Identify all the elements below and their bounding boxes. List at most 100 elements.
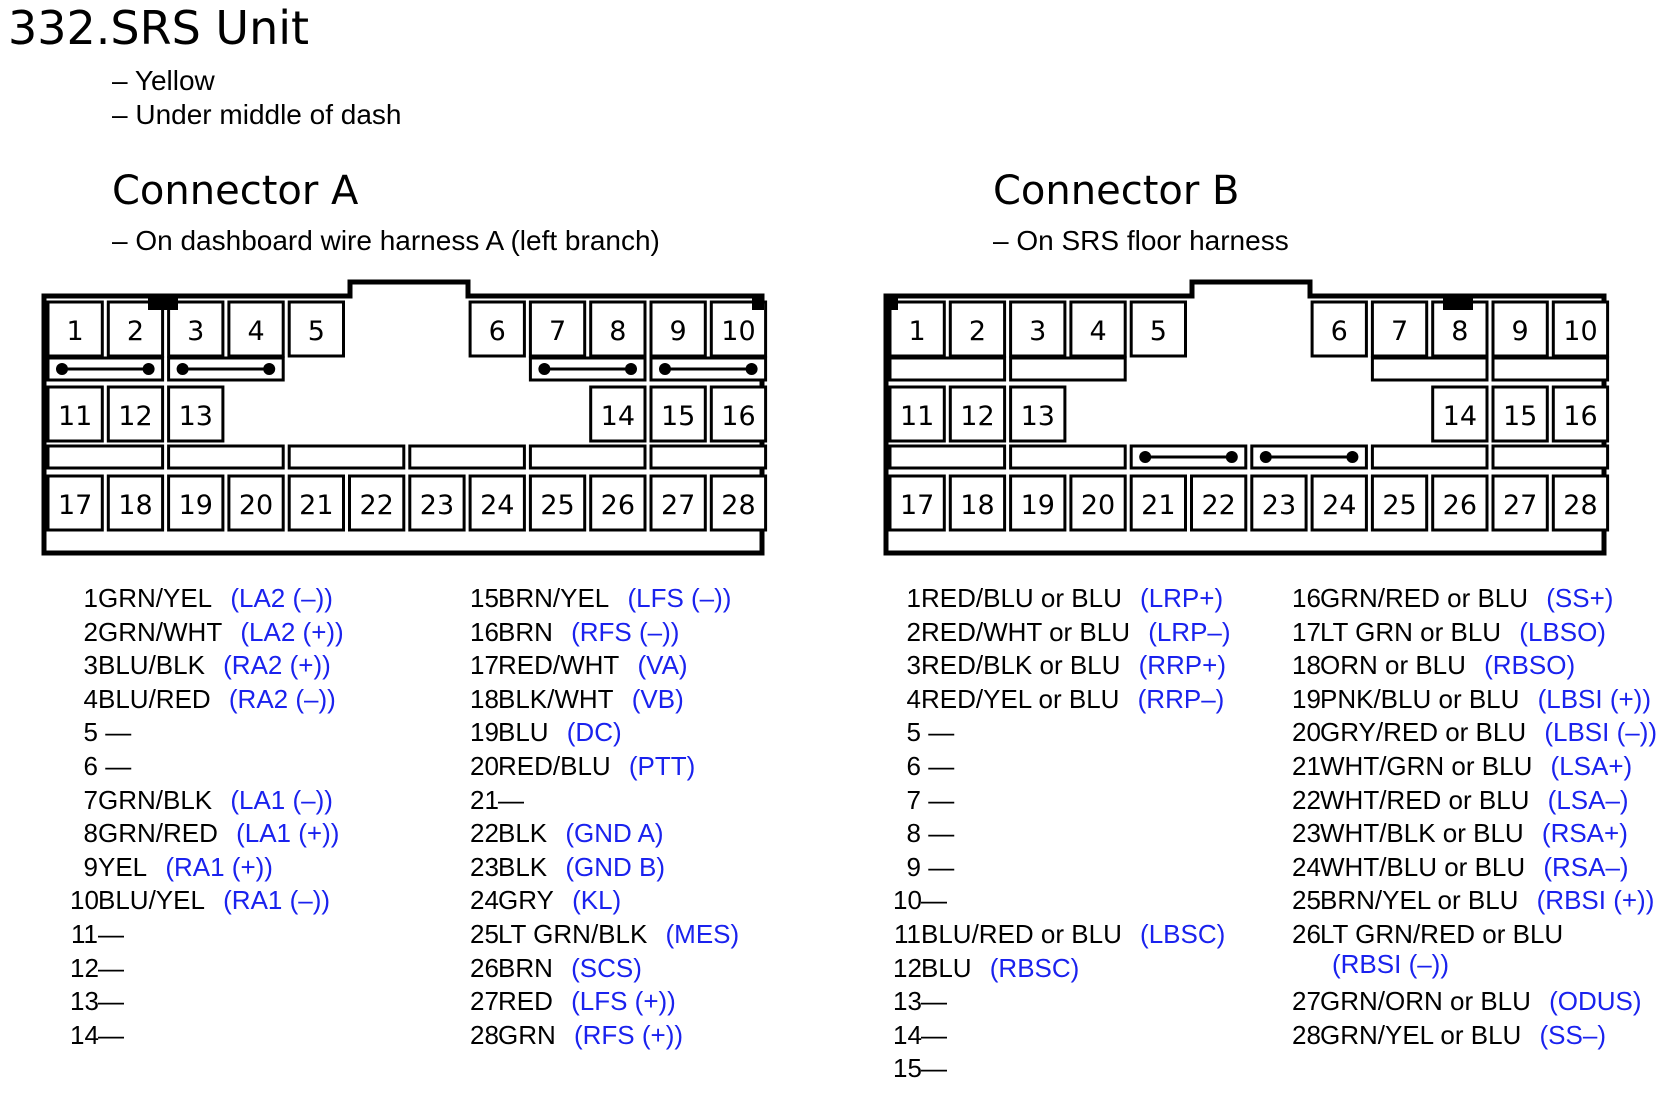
pin-number: 3 bbox=[83, 650, 98, 681]
pin-number-17: 17 bbox=[900, 490, 934, 521]
pin-number-7: 7 bbox=[1391, 316, 1408, 347]
pin-number: 2 bbox=[906, 616, 921, 647]
locking-tab bbox=[148, 296, 178, 310]
pin-number: 20 bbox=[1292, 717, 1321, 748]
wire-color: GRY bbox=[498, 885, 554, 916]
pin-number-26: 26 bbox=[601, 490, 635, 521]
pin-number: 2 bbox=[83, 616, 98, 647]
pin-cell-19 bbox=[1009, 474, 1067, 532]
signal-name: (RFS (–)) bbox=[571, 616, 680, 647]
gap-cell bbox=[408, 444, 526, 470]
wire-color: — bbox=[98, 986, 124, 1017]
wire-color: — bbox=[921, 751, 955, 781]
signal-name: (KL) bbox=[572, 885, 622, 916]
signal-name: (LSA–) bbox=[1547, 784, 1629, 815]
shorting-bar-contact bbox=[142, 363, 155, 375]
pin-number: 6 bbox=[906, 751, 921, 781]
pin-cell-14 bbox=[589, 385, 647, 443]
wire-color: LT GRN/BLK bbox=[498, 919, 648, 949]
pin-entry-22: 22WHT/RED or BLU(LSA–) bbox=[1292, 785, 1629, 815]
pin-number: 25 bbox=[470, 919, 499, 949]
wire-color: — bbox=[921, 1019, 947, 1050]
pin-entry-25: 25BRN/YEL or BLU(RBSI (+)) bbox=[1292, 885, 1654, 915]
pin-cell-11 bbox=[46, 385, 104, 443]
pin-entry-27: 27GRN/ORN or BLU(ODUS) bbox=[1292, 986, 1642, 1016]
pin-number: 27 bbox=[1292, 986, 1321, 1016]
signal-name: (RA1 (+)) bbox=[165, 851, 273, 882]
pin-cell-22 bbox=[348, 474, 406, 532]
pin-cell-16 bbox=[1551, 385, 1610, 443]
pin-number-1: 1 bbox=[67, 316, 84, 347]
signal-name: (LBSI (–)) bbox=[1544, 717, 1658, 748]
pin-entry-9: 9YEL(RA1 (+)) bbox=[70, 852, 273, 882]
wire-color: YEL bbox=[98, 851, 148, 882]
connector-a-title: Connector A bbox=[112, 168, 359, 214]
connector-b-subtitle: – On SRS floor harness bbox=[993, 225, 1289, 256]
pin-entry-16: 16BRN(RFS (–)) bbox=[470, 617, 679, 647]
pin-entry-11: 11— bbox=[70, 919, 124, 949]
wire-color: BRN bbox=[498, 616, 553, 647]
gap-cell bbox=[1370, 444, 1489, 470]
pin-entry-23: 23BLK(GND B) bbox=[470, 852, 665, 882]
shorting-bar-contact bbox=[1225, 451, 1238, 463]
pin-cell-3 bbox=[1009, 300, 1067, 358]
wire-color: — bbox=[498, 784, 524, 815]
pin-number: 26 bbox=[1292, 919, 1321, 949]
pin-number-11: 11 bbox=[900, 401, 934, 432]
wire-color: BRN bbox=[498, 952, 553, 983]
signal-name: (RBSC) bbox=[989, 952, 1080, 983]
pin-entry-26: 26BRN(SCS) bbox=[470, 953, 642, 983]
pin-number-14: 14 bbox=[1443, 401, 1477, 432]
wire-color: — bbox=[921, 717, 955, 748]
pin-number-28: 28 bbox=[721, 490, 755, 521]
pin-number: 4 bbox=[83, 683, 98, 714]
pin-entry-7: 7 — bbox=[893, 785, 955, 815]
wire-color: BLU/RED or BLU bbox=[921, 919, 1122, 949]
pin-number-11: 11 bbox=[58, 401, 92, 432]
pin-number-2: 2 bbox=[127, 316, 144, 347]
pin-entry-2: 2RED/WHT or BLU(LRP–) bbox=[893, 617, 1231, 647]
signal-name: (LA1 (+)) bbox=[236, 818, 340, 849]
pin-cell-5 bbox=[1129, 300, 1187, 358]
pin-cell-9 bbox=[1491, 300, 1549, 358]
pin-entry-20: 20RED/BLU(PTT) bbox=[470, 751, 695, 781]
pin-number: 14 bbox=[893, 1019, 922, 1050]
wire-color: LT GRN/RED or BLU bbox=[1320, 919, 1564, 949]
pin-entry-9: 9 — bbox=[893, 851, 955, 882]
pin-number: 15 bbox=[470, 583, 499, 613]
wire-color: BLK/WHT bbox=[498, 683, 614, 714]
signal-name: (RA2 (+)) bbox=[223, 650, 331, 681]
pin-cell-17 bbox=[46, 474, 104, 532]
pin-number-18: 18 bbox=[960, 490, 994, 521]
wire-color: — bbox=[98, 1019, 124, 1050]
pin-entry-12: 12— bbox=[70, 953, 124, 983]
locking-tab bbox=[752, 296, 764, 310]
wire-color: GRN bbox=[498, 1019, 556, 1050]
pin-number: 1 bbox=[906, 583, 921, 613]
pin-number-27: 27 bbox=[661, 490, 695, 521]
pin-number: 12 bbox=[70, 952, 99, 983]
pin-cell-26 bbox=[589, 474, 647, 532]
pin-number: 17 bbox=[1292, 616, 1321, 647]
signal-name: (RA2 (–)) bbox=[228, 683, 336, 714]
pin-number-10: 10 bbox=[721, 316, 755, 347]
pin-number-22: 22 bbox=[359, 490, 393, 521]
wire-color: GRN/WHT bbox=[98, 616, 223, 647]
pin-cell-1 bbox=[888, 300, 946, 358]
pin-cell-25 bbox=[528, 474, 587, 532]
wire-color: WHT/GRN or BLU bbox=[1320, 751, 1533, 781]
wire-color: WHT/RED or BLU bbox=[1320, 784, 1530, 815]
signal-name: (RBSI (–)) bbox=[1332, 949, 1449, 979]
pin-cell-13 bbox=[167, 385, 225, 443]
pin-entry-21: 21— bbox=[470, 785, 524, 815]
signal-name: (SS+) bbox=[1546, 583, 1614, 613]
gap-cell bbox=[1491, 356, 1610, 382]
gap-cell bbox=[649, 444, 768, 470]
gap-cell bbox=[46, 444, 165, 470]
pin-cell-5 bbox=[287, 300, 345, 358]
gap-cell bbox=[1009, 444, 1127, 470]
pin-entry-15: 15— bbox=[893, 1053, 947, 1083]
pin-number: 23 bbox=[1292, 818, 1321, 849]
wire-color: — bbox=[921, 851, 955, 882]
pin-entry-10: 10— bbox=[893, 885, 947, 915]
